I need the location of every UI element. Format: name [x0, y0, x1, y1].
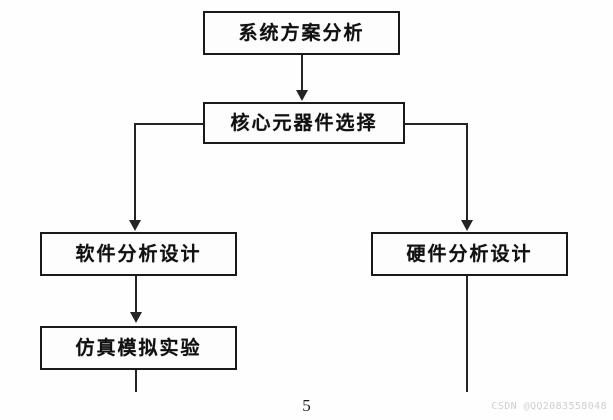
arrowhead-down-icon [461, 220, 473, 231]
connector-core-component-right-horizontal [405, 123, 467, 125]
page-number: 5 [302, 396, 311, 415]
arrowhead-down-icon [130, 312, 142, 323]
flowchart-node-label: 硬件分析设计 [406, 243, 533, 265]
flowchart-node-label: 系统方案分析 [238, 22, 365, 44]
connector-core-component-left-horizontal [134, 123, 203, 125]
arrowhead-down-icon [129, 220, 141, 231]
watermark-text: CSDN @QQ2083558048 [491, 401, 607, 412]
connector-core-component-to-software-design [134, 123, 136, 221]
flowchart-node-label: 核心元器件选择 [230, 112, 378, 134]
connector-software-design-to-simulation-test [135, 276, 137, 315]
flowchart-node-system-analysis: 系统方案分析 [203, 11, 400, 55]
connector-hardware-design-outgoing-stub [466, 276, 468, 392]
flowchart-node-label: 仿真模拟实验 [75, 337, 202, 359]
flowchart-node-label: 软件分析设计 [75, 243, 202, 265]
connector-core-component-to-hardware-design [466, 123, 468, 221]
arrowhead-down-icon [296, 90, 308, 101]
flowchart-node-hardware-design: 硬件分析设计 [371, 232, 568, 276]
connector-system-analysis-to-core-component [301, 55, 303, 93]
connector-simulation-test-outgoing-stub [135, 370, 137, 392]
flowchart-node-software-design: 软件分析设计 [40, 232, 237, 276]
flowchart-node-simulation-test: 仿真模拟实验 [40, 326, 237, 370]
flowchart-node-core-component: 核心元器件选择 [203, 102, 405, 144]
